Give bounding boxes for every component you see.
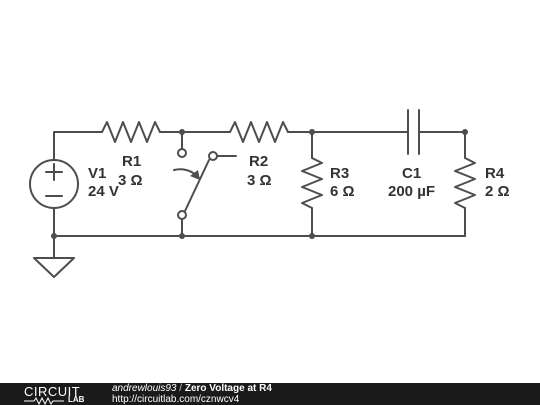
junction-node [179, 233, 185, 239]
r3-name-label: R3 [330, 165, 349, 182]
resistor-r2 [229, 121, 289, 143]
v1-name-label: V1 [88, 165, 106, 182]
circuit-heading: andrewlouis93 / Zero Voltage at R4 [112, 384, 272, 394]
switch-arrow-head [190, 170, 200, 180]
r4-value-label: 2 Ω [485, 183, 510, 200]
c1-name-label: C1 [402, 165, 421, 182]
switch-contact-top [177, 148, 187, 158]
junction-node [51, 233, 57, 239]
resistor-r1 [101, 121, 161, 143]
junction-node [309, 233, 315, 239]
switch-contact-right [208, 151, 218, 161]
circuit-url[interactable]: http://circuitlab.com/cznwcv4 [112, 394, 240, 405]
ground-symbol [33, 257, 75, 278]
r1-value-label: 3 Ω [118, 172, 143, 189]
r3-value-label: 6 Ω [330, 183, 355, 200]
circuitlab-logo[interactable]: CIRCUIT LAB [24, 383, 104, 405]
r2-value-label: 3 Ω [247, 172, 272, 189]
capacitor-c1 [407, 109, 420, 155]
author-link[interactable]: andrewlouis93 [112, 383, 177, 394]
circuit-title[interactable]: Zero Voltage at R4 [184, 383, 272, 394]
resistor-r3 [301, 157, 323, 209]
r2-name-label: R2 [249, 153, 268, 170]
separator: / [179, 383, 183, 394]
wire-top-left [53, 131, 103, 160]
junction-node [309, 129, 315, 135]
logo-lab-row: LAB [24, 395, 104, 405]
footer-bar: CIRCUIT LAB andrewlouis93 / Zero Voltage… [0, 383, 540, 405]
v1-value-label: 24 V [88, 183, 119, 200]
junction-node [462, 129, 468, 135]
circuit-meta: andrewlouis93 / Zero Voltage at R4 http:… [112, 384, 272, 405]
c1-value-label: 200 µF [388, 183, 435, 200]
logo-text-bottom: LAB [68, 395, 85, 404]
junction-node [179, 129, 185, 135]
circuit-schematic: V1 24 V R1 3 Ω R2 3 Ω R3 6 Ω C1 200 µF R… [29, 109, 510, 278]
r4-name-label: R4 [485, 165, 505, 182]
switch-blade [184, 159, 210, 212]
logo-text-top: CIRCUIT [24, 384, 81, 399]
resistor-logo-icon [24, 396, 64, 405]
r1-name-label: R1 [122, 153, 141, 170]
switch-contact-bottom [177, 210, 187, 220]
voltage-source-v1 [29, 159, 79, 209]
resistor-r4 [454, 157, 476, 209]
